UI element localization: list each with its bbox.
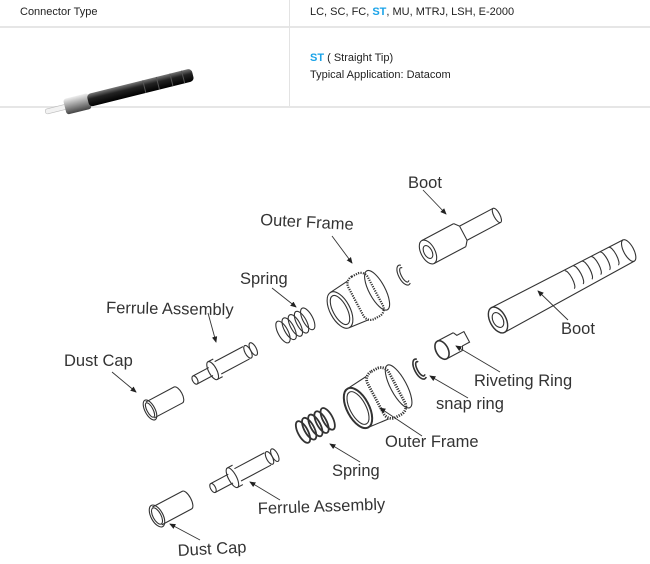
arrow-ferrule-top [207,312,218,343]
dust-cap-top-part [142,386,185,421]
arrow-ferrule-bottom [249,481,281,501]
outer-frame-bottom-part [342,364,413,430]
label-boot-top: Boot [408,174,442,192]
arrow-spring-bottom [329,443,361,463]
boot-top-part [418,207,503,265]
outer-frame-top-part [326,269,391,329]
label-snap-ring: snap ring [436,395,504,413]
ferrule-assembly-bottom-part [209,448,280,494]
arrow-riveting-ring [455,345,501,373]
spring-top-part [275,307,316,344]
arrow-outer-frame-bottom [379,407,423,437]
table-column-divider [289,0,290,106]
arrow-dust-cap-top [111,371,137,393]
label-boot-bottom: Boot [561,320,595,338]
riveting-ring-part [434,330,471,361]
arrow-snap-ring [429,375,469,399]
st-connector-photo [44,69,194,115]
connector-type-part: , MU, MTRJ, LSH, E-2000 [386,6,515,18]
label-outer-frame-bottom: Outer Frame [385,433,479,451]
connector-type-value: LC, SC, FC, ST, MU, MTRJ, LSH, E-2000 [310,6,514,18]
label-riveting-ring: Riveting Ring [474,372,572,390]
label-ferrule-top: Ferrule Assembly [106,299,235,319]
arrow-boot-top [422,189,447,215]
label-spring-bottom: Spring [332,462,380,480]
arrow-outer-frame-top [331,235,353,264]
boot-bottom-part [487,239,637,334]
connector-type-highlight: ST [372,6,387,18]
connector-type-part: LC, SC, FC, [310,6,373,18]
st-title: ( Straight Tip) [324,52,394,64]
ferrule-assembly-top-part [191,342,259,385]
arrow-spring-top [271,287,297,308]
st-description: ST ( Straight Tip) Typical Application: … [310,50,451,84]
label-ferrule-bottom: Ferrule Assembly [258,496,387,518]
snap-ring-bottom-part [412,358,427,380]
table-row-st-connector: ST ( Straight Tip) Typical Application: … [0,28,650,115]
arrow-dust-cap-bottom [169,523,201,541]
st-title-highlight: ST [310,52,325,64]
arrow-boot-bottom [537,290,569,321]
label-dust-cap-bottom: Dust Cap [177,538,247,560]
dust-cap-bottom-part [148,490,194,528]
label-dust-cap-top: Dust Cap [64,352,133,370]
typical-application: Typical Application: Datacom [310,69,451,81]
snap-ring-top-part [396,264,411,286]
st-connector-exploded-diagram: Boot Outer Frame Spring Ferrule Assembly… [64,174,637,560]
connector-type-label: Connector Type [20,6,98,18]
label-outer-frame-top: Outer Frame [260,211,354,234]
table-row-connector-type: Connector Type LC, SC, FC, ST, MU, MTRJ,… [0,0,650,28]
spring-bottom-part [294,407,336,444]
label-spring-top: Spring [240,270,288,288]
